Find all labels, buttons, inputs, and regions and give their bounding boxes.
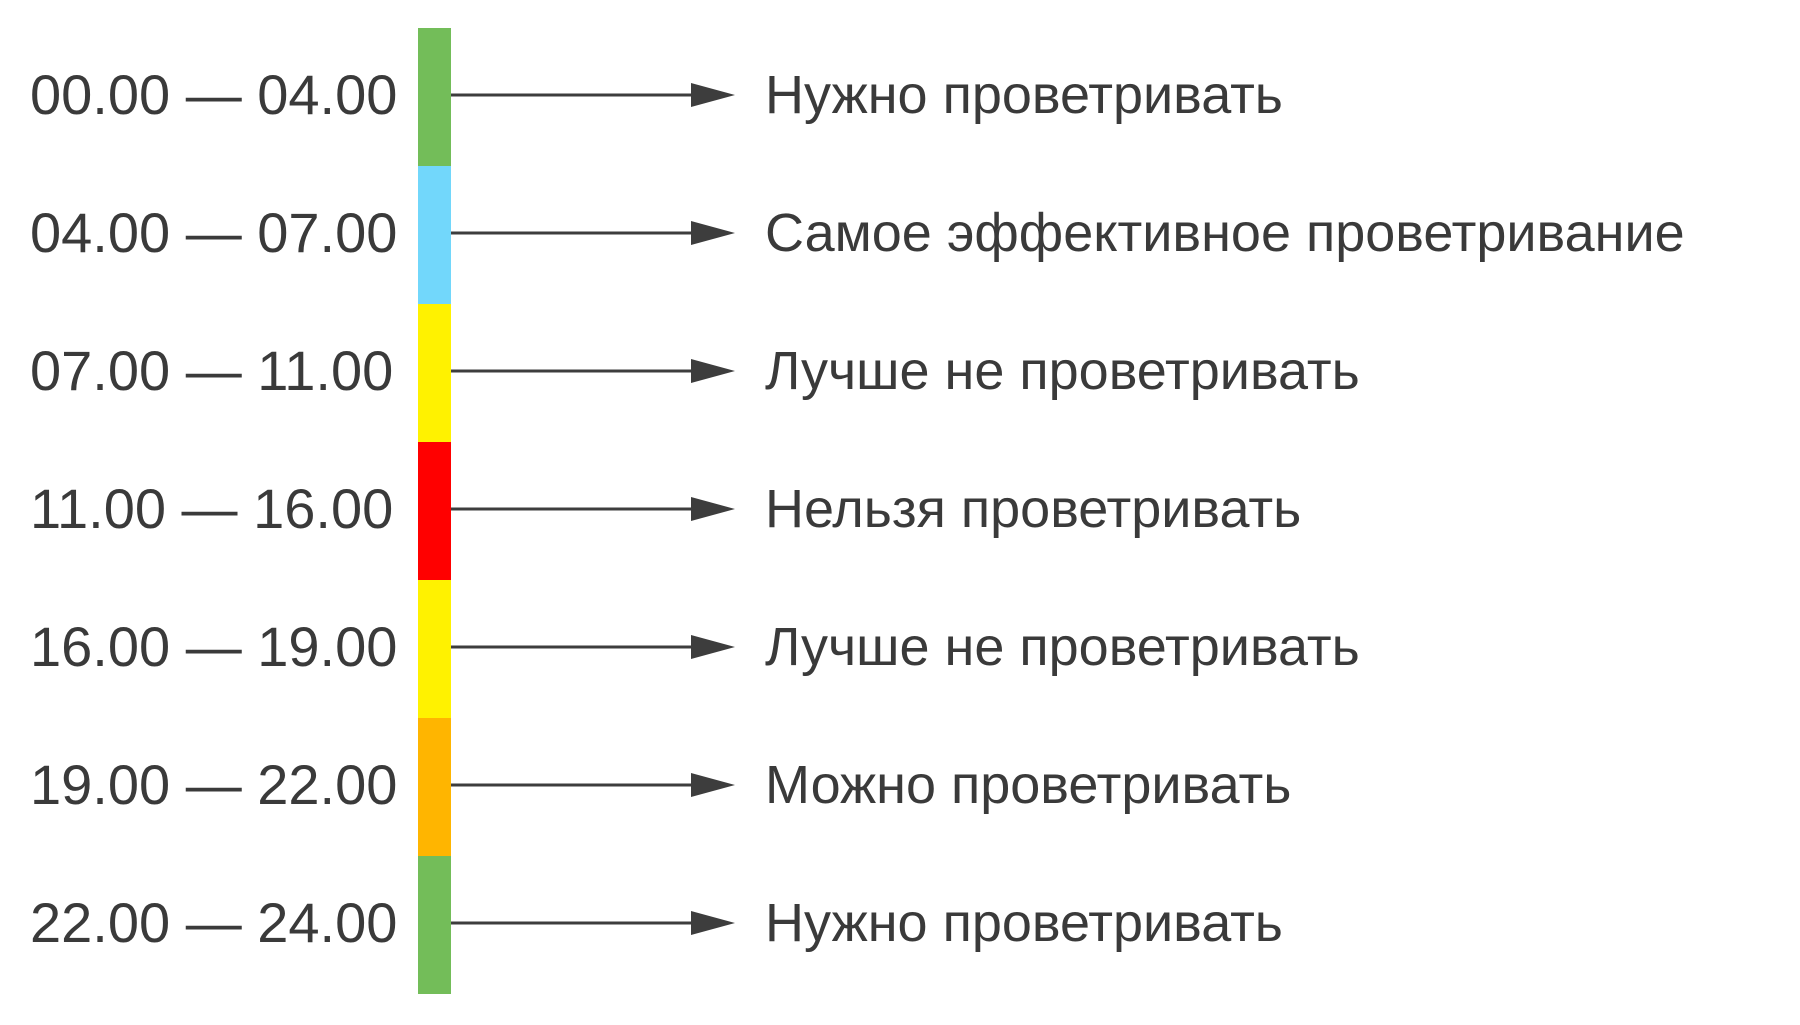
recommendation-label-6: Нужно проветривать	[765, 893, 1283, 953]
recommendation-label-2: Лучше не проветривать	[765, 341, 1360, 401]
time-range-label-2: 07.00 — 11.00	[30, 339, 394, 402]
arrow-head-icon-1	[691, 221, 735, 245]
recommendation-label-1: Самое эффективное проветривание	[765, 203, 1685, 263]
timeline-segment-1	[418, 166, 451, 304]
arrow-head-icon-2	[691, 359, 735, 383]
recommendation-label-4: Лучше не проветривать	[765, 617, 1360, 677]
timeline-segment-3	[418, 442, 451, 580]
arrow-head-icon-3	[691, 497, 735, 521]
time-range-label-1: 04.00 — 07.00	[30, 201, 398, 264]
time-range-label-0: 00.00 — 04.00	[30, 63, 398, 126]
timeline-segment-2	[418, 304, 451, 442]
recommendation-label-0: Нужно проветривать	[765, 65, 1283, 125]
timeline-arrows	[451, 83, 735, 935]
timeline-segments	[418, 28, 451, 994]
recommendation-label-3: Нельзя проветривать	[765, 479, 1302, 539]
timeline-segment-6	[418, 856, 451, 994]
time-range-label-5: 19.00 — 22.00	[30, 753, 398, 816]
arrow-head-icon-5	[691, 773, 735, 797]
arrow-head-icon-6	[691, 911, 735, 935]
time-range-label-6: 22.00 — 24.00	[30, 891, 398, 954]
time-range-label-4: 16.00 — 19.00	[30, 615, 398, 678]
recommendation-label-5: Можно проветривать	[765, 755, 1292, 815]
timeline-segment-4	[418, 580, 451, 718]
arrow-head-icon-0	[691, 83, 735, 107]
arrow-head-icon-4	[691, 635, 735, 659]
timeline-segment-0	[418, 28, 451, 166]
time-range-label-3: 11.00 — 16.00	[30, 477, 394, 540]
timeline-segment-5	[418, 718, 451, 856]
